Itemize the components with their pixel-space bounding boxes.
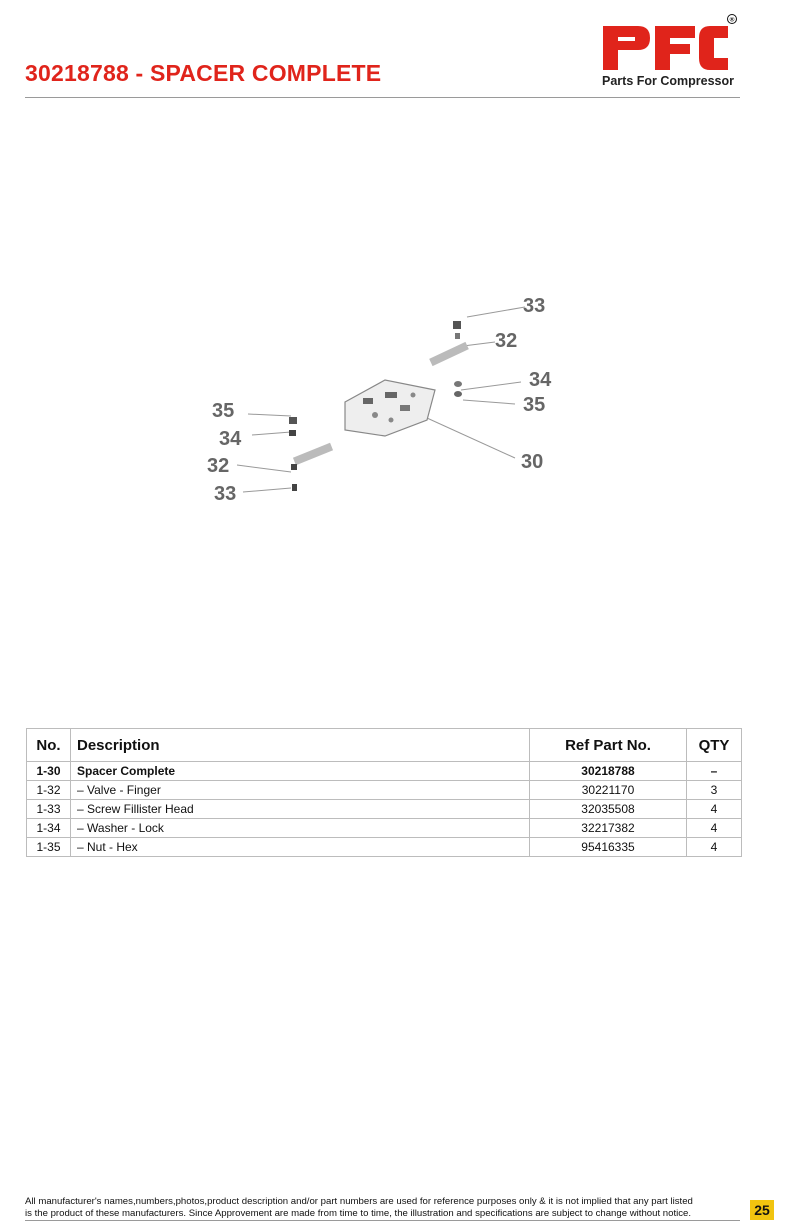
callout-33-top: 33 (523, 295, 545, 317)
cell-description: Spacer Complete (70, 761, 530, 781)
parts-table: No. Description Ref Part No. QTY 1-30 Sp… (26, 728, 742, 857)
spacer-plate-part (344, 379, 436, 437)
callout-35-left: 35 (212, 400, 234, 422)
disclaimer-line-1: All manufacturer's names,numbers,photos,… (25, 1196, 693, 1207)
callout-34-left: 34 (219, 428, 242, 450)
callout-32-top: 32 (495, 330, 517, 352)
col-header-ref-part-no: Ref Part No. (529, 728, 687, 762)
table-row: 1-34 – Washer - Lock 32217382 4 (26, 818, 742, 838)
tagline: Parts For Compressor (602, 74, 734, 88)
page-number-badge: 25 (750, 1200, 774, 1220)
cell-no: 1-34 (26, 818, 71, 838)
logo-letter-p (603, 26, 650, 70)
callout-32-left: 32 (207, 455, 229, 477)
finger-valve-top-part (429, 321, 469, 397)
cell-description: – Nut - Hex (70, 837, 530, 857)
table-row: 1-35 – Nut - Hex 95416335 4 (26, 837, 742, 857)
cell-description: – Valve - Finger (70, 780, 530, 800)
cell-no: 1-35 (26, 837, 71, 857)
table-header-row: No. Description Ref Part No. QTY (26, 728, 742, 762)
table-row: 1-30 Spacer Complete 30218788 – (26, 761, 742, 781)
col-header-qty: QTY (686, 728, 742, 762)
cell-qty: 4 (686, 818, 742, 838)
cell-description: – Washer - Lock (70, 818, 530, 838)
col-header-no: No. (26, 728, 71, 762)
exploded-diagram: 33 32 34 35 30 35 34 32 33 (195, 280, 575, 520)
page-title: 30218788 - SPACER COMPLETE (25, 60, 382, 86)
registered-mark: ® (730, 16, 735, 24)
cell-description: – Screw Fillister Head (70, 799, 530, 819)
disclaimer-line-2: is the product of these manufacturers. S… (25, 1207, 692, 1219)
cell-ref: 95416335 (529, 837, 687, 857)
callout-33-left: 33 (214, 483, 236, 505)
cell-ref: 32035508 (529, 799, 687, 819)
cell-qty: 4 (686, 799, 742, 819)
pfc-logo: ® (600, 14, 740, 92)
cell-ref: 30221170 (529, 780, 687, 800)
disclaimer-text: All manufacturer's names,numbers,photos,… (25, 1196, 741, 1219)
callout-30: 30 (521, 451, 543, 473)
cell-qty: – (686, 761, 742, 781)
cell-qty: 4 (686, 837, 742, 857)
cell-no: 1-33 (26, 799, 71, 819)
finger-valve-left-part (289, 417, 334, 491)
table-row: 1-33 – Screw Fillister Head 32035508 4 (26, 799, 742, 819)
header-divider (25, 97, 740, 98)
cell-ref: 32217382 (529, 818, 687, 838)
col-header-description: Description (70, 728, 530, 762)
callout-34-right: 34 (529, 369, 552, 391)
cell-no: 1-30 (26, 761, 71, 781)
cell-ref: 30218788 (529, 761, 687, 781)
callout-35-right: 35 (523, 394, 545, 416)
logo-letter-f (655, 26, 695, 70)
cell-no: 1-32 (26, 780, 71, 800)
table-row: 1-32 – Valve - Finger 30221170 3 (26, 780, 742, 800)
cell-qty: 3 (686, 780, 742, 800)
footer-divider (25, 1220, 740, 1221)
logo-letter-c (699, 26, 728, 70)
